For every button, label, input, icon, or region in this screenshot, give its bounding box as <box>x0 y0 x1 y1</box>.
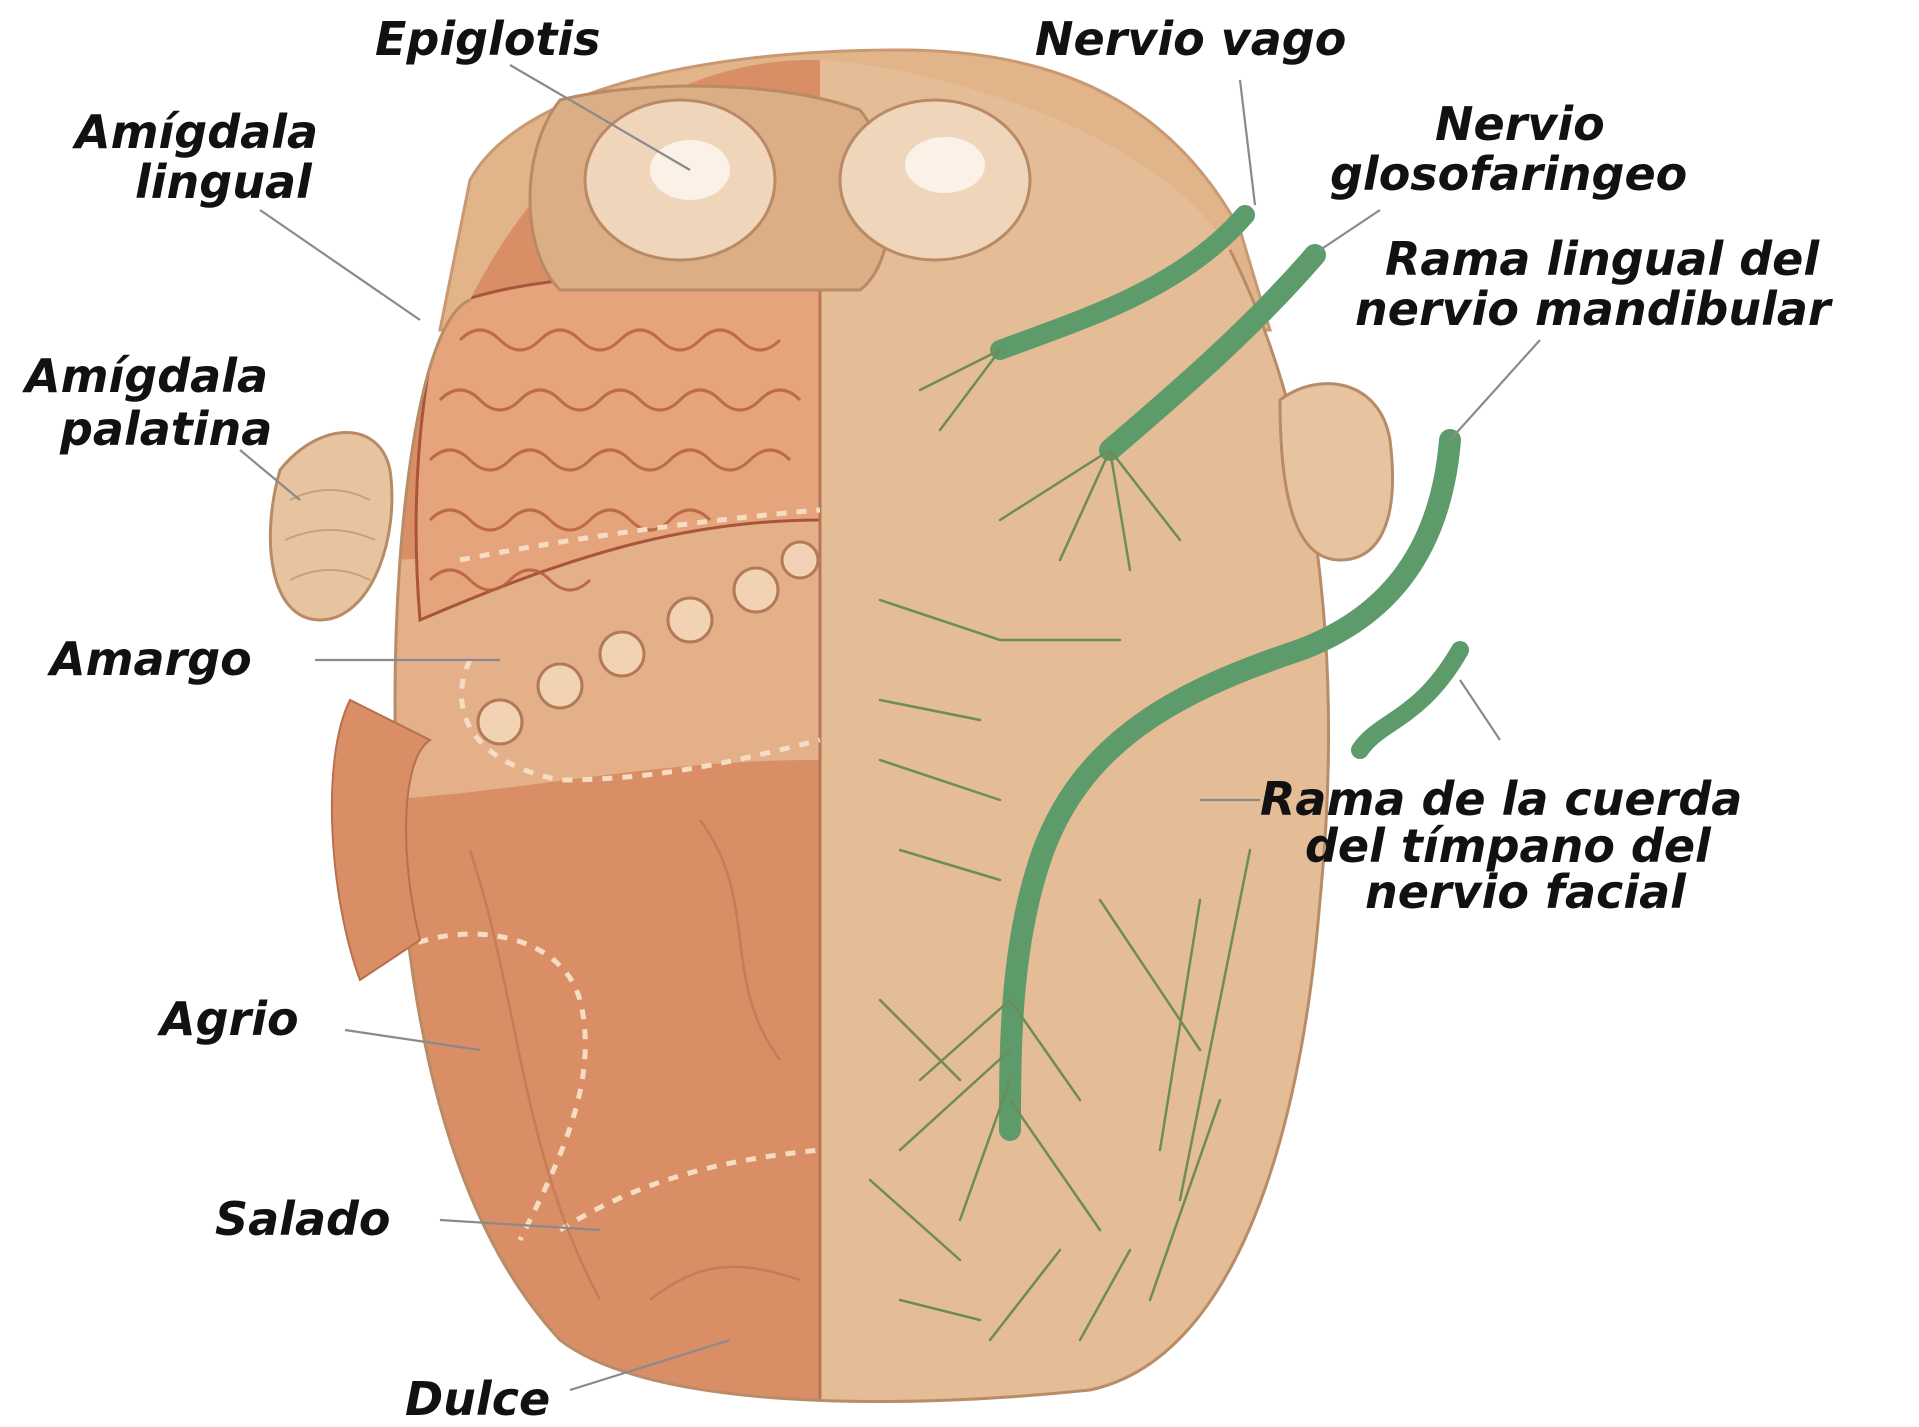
label-rama-lingual-line2: nervio mandibular <box>1355 282 1834 336</box>
label-amargo: Amargo <box>47 632 252 686</box>
label-amigdala-palatina-line2: palatina <box>59 402 272 456</box>
label-cuerda-timpano-line3: nervio facial <box>1365 865 1687 919</box>
label-nervio-glosofaringeo-line1: Nervio <box>1435 97 1605 151</box>
label-amigdala-palatina-line1: Amígdala <box>22 349 268 403</box>
chorda-tympani-nerve <box>1360 650 1460 750</box>
label-amigdala-lingual-line1: Amígdala <box>72 105 318 159</box>
label-amigdala-lingual-line2: lingual <box>135 155 313 209</box>
epiglottis <box>530 86 1030 290</box>
label-cuerda-timpano-line1: Rama de la cuerda <box>1260 772 1742 826</box>
label-dulce: Dulce <box>405 1372 550 1426</box>
label-rama-lingual-line1: Rama lingual del <box>1385 232 1820 286</box>
label-epiglotis: Epiglotis <box>375 12 601 66</box>
label-nervio-vago: Nervio vago <box>1035 12 1346 66</box>
label-nervio-glosofaringeo-line2: glosofaringeo <box>1330 147 1687 201</box>
palatine-tonsil-left <box>270 433 392 621</box>
label-agrio: Agrio <box>157 992 299 1046</box>
label-salado: Salado <box>215 1192 391 1246</box>
